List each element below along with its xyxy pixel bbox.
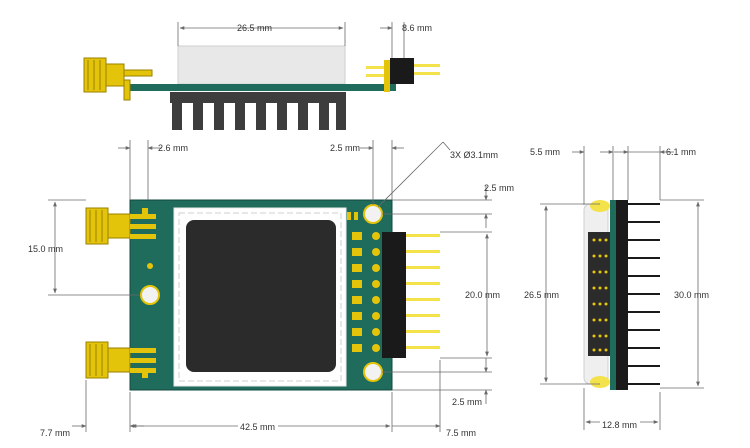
top-pin-label: 8.6 mm [402,23,432,33]
top-header-pins [366,58,440,92]
side-top-dimensions [572,146,674,205]
left-offset-label: 2.6 mm [158,143,188,153]
hole-bottom-gap-dimension [382,358,492,404]
pin-span-label: 20.0 mm [465,290,500,300]
mounting-hole-left [140,285,160,305]
shield-frame-inner [178,212,342,382]
sma-spacing-label: 15.0 mm [28,244,63,254]
hole-top-gap-dimension [382,186,492,228]
heatsink-base [170,92,346,103]
side-left-label: 5.5 mm [530,147,560,157]
pin-length-label: 7.5 mm [446,428,476,438]
side-height-label: 26.5 mm [524,290,559,300]
pcb-pads [142,208,358,378]
top-shield [177,45,346,85]
top-width-label: 26.5 mm [237,23,272,33]
board-width-label-bg [238,420,278,432]
sma-spacing-dimension [48,199,140,296]
side-connector [588,232,610,356]
pin-span-dimension [440,231,492,359]
top-pin-dimension: 8.6 mm [380,22,432,58]
rf-chip [186,220,336,372]
header-pads [352,232,380,352]
hole-top-gap-label: 2.5 mm [484,183,514,193]
right-offset-label: 2.5 mm [330,143,360,153]
side-pins-height-label: 30.0 mm [674,290,709,300]
side-pins [628,203,660,385]
top-sma-connector [83,57,153,101]
top-width-dimension: 26.5 mm [177,22,346,46]
top-pcb-edge [128,84,396,91]
side-header [616,200,628,390]
side-width-label-bg [600,418,640,430]
side-pcb [610,200,616,390]
left-offset-dimension [118,140,162,200]
board-width-label: 42.5 mm [240,422,275,432]
heatsink-fins [172,103,346,130]
top-view: 26.5 mm 8.6 mm [83,22,440,130]
side-width-label: 12.8 mm [602,420,637,430]
holes-label: 3X Ø3.1mm [450,150,498,160]
header-pins [406,234,440,349]
side-right-label: 6.1 mm [666,147,696,157]
pin-header [382,232,406,358]
front-view: 2.6 mm 2.5 mm 3X Ø3.1mm 2.5 mm 15.0 mm [28,140,514,438]
holes-callout [377,141,451,208]
side-height-dimension [540,203,600,385]
side-view: 5.5 mm 6.1 mm 26.5 mm 30.0 mm 12.8 mm [524,146,709,430]
sma-connector-bottom [85,341,156,379]
side-pins-height-dimension [660,199,704,389]
side-connector-dots [592,238,608,352]
sma-length-label: 7.7 mm [40,428,70,438]
mounting-hole-top [363,204,383,224]
hole-bottom-gap-label: 2.5 mm [452,397,482,407]
sma-connector-top [85,207,156,245]
right-offset-dimension [360,140,404,205]
mounting-hole-bottom [363,362,383,382]
